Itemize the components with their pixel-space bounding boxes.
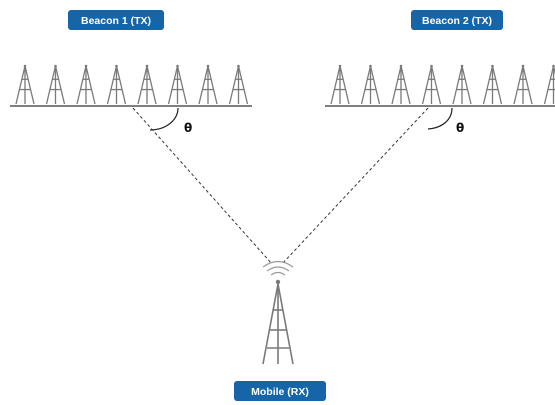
beacon-2-antenna-icon [452,64,472,105]
beacon-2: Beacon 2 (TX) θ [325,10,555,135]
beacon-1-antenna-icon [15,64,35,105]
signal-waves-icon [262,260,294,276]
beacon-2-antenna-array [330,64,555,105]
beacon-1-label-text: Beacon 1 (TX) [81,15,151,27]
beacon-1-antenna-icon [198,64,218,105]
path-beacon-1-to-mobile [132,107,273,265]
beacon-2-label: Beacon 2 (TX) [411,10,503,30]
beacon-1-antenna-icon [106,64,127,105]
beacon-1-label-box [68,10,164,30]
beacon-2-antenna-icon [391,64,411,105]
beacon-1-angle-label: θ [184,121,192,135]
beacon-1-antenna-icon [137,64,157,105]
beacon-2-label-box [411,10,503,30]
beacon-1: Beacon 1 (TX) θ [10,10,252,135]
beacon-2-angle-arc [427,107,453,130]
beacon-1-antenna-icon [228,64,249,105]
mobile-label-box [234,381,326,401]
mobile-label-text: Mobile (RX) [251,386,309,398]
beacon-2-antenna-icon [482,64,503,105]
mobile-label: Mobile (RX) [234,381,326,401]
mobile-tower-icon [262,279,294,365]
mobile-receiver: Mobile (RX) [234,260,326,401]
beacon-2-antenna-icon [543,64,555,105]
path-beacon-2-to-mobile [281,107,429,265]
beacon-2-label-text: Beacon 2 (TX) [422,15,492,27]
beacon-1-antenna-array [15,64,249,105]
beacon-1-angle-arc [149,107,179,131]
beacon-2-antenna-icon [513,64,533,105]
beacon-2-antenna-icon [330,64,350,105]
beacon-1-antenna-icon [45,64,66,105]
beacon-2-angle-label: θ [456,121,464,135]
beacon-2-antenna-icon [421,64,442,105]
beacon-1-antenna-icon [167,64,188,105]
beacon-2-antenna-icon [360,64,381,105]
beacon-1-antenna-icon [76,64,96,105]
beacon-1-label: Beacon 1 (TX) [68,10,164,30]
